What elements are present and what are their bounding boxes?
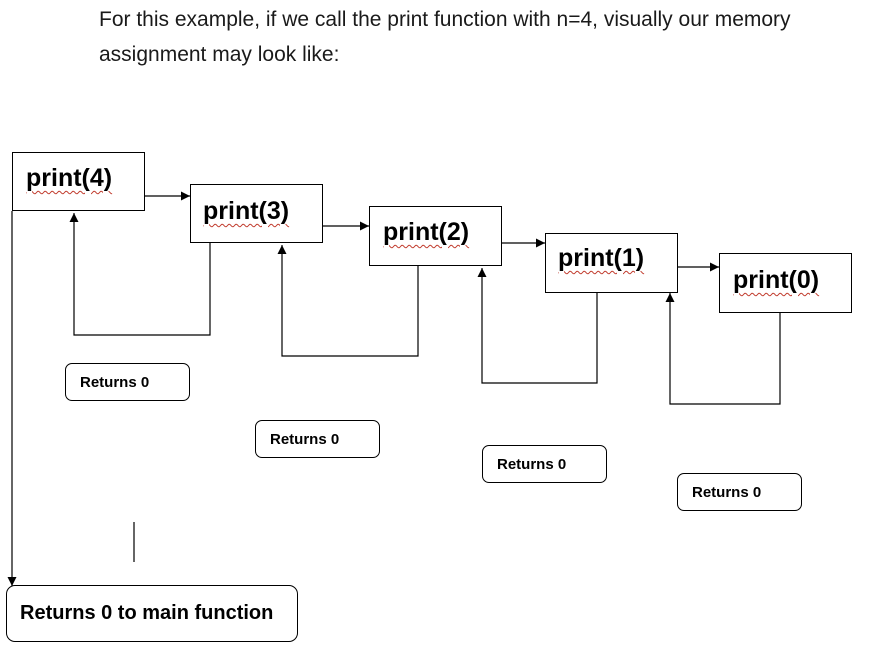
return-label-1: Returns 0 — [65, 363, 190, 401]
call-label-print-2: print(2) — [383, 218, 470, 246]
call-box-print-3 — [190, 184, 323, 243]
return-loop-2-to-3 — [277, 245, 419, 357]
call-label-print-4: print(4) — [26, 164, 113, 192]
call-label-print-3: print(3) — [203, 197, 290, 225]
return-loop-3-to-4 — [69, 213, 211, 336]
return-label-4: Returns 0 — [677, 473, 802, 511]
intro-line-2: assignment may look like: — [99, 43, 340, 66]
call-box-print-2 — [369, 206, 502, 266]
call-box-print-4 — [12, 152, 145, 211]
return-loop-0-to-1 — [665, 293, 781, 405]
final-return-box: Returns 0 to main function — [6, 585, 298, 642]
call-label-print-1: print(1) — [558, 244, 645, 272]
intro-text: For this example, if we call the print f… — [99, 2, 879, 72]
return-label-3: Returns 0 — [482, 445, 607, 483]
call-label-print-0: print(0) — [733, 266, 820, 294]
return-loop-1-to-2 — [477, 268, 598, 384]
intro-line-1: For this example, if we call the print f… — [99, 8, 791, 31]
call-box-print-0 — [719, 253, 852, 313]
return-label-2: Returns 0 — [255, 420, 380, 458]
call-box-print-1 — [545, 233, 678, 293]
